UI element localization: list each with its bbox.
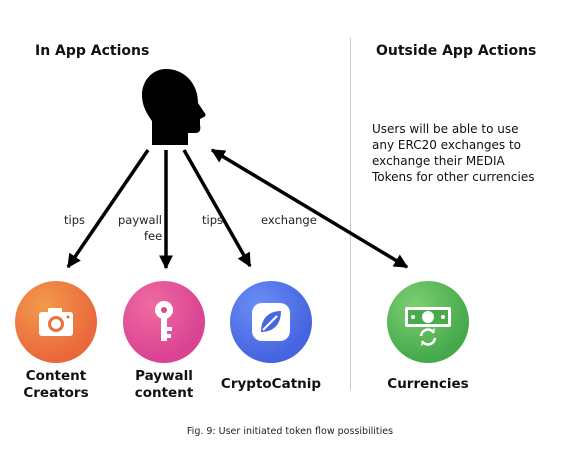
label-line: Content	[25, 368, 87, 384]
in-app-actions-title: In App Actions	[35, 43, 150, 59]
edge-label-fee: fee	[144, 229, 163, 243]
money-exchange-icon	[405, 307, 451, 346]
key-icon	[155, 301, 173, 341]
figure-caption: Fig. 9: User initiated token flow possib…	[186, 426, 394, 437]
description-line: exchange their MEDIA	[372, 154, 505, 168]
currencies-node	[387, 281, 469, 363]
edge-label-tips-creators: tips	[64, 213, 85, 227]
cryptocatnip-label: CryptoCatnip	[220, 376, 322, 392]
edge-label-paywall: paywall	[118, 213, 162, 227]
outside-app-description: Users will be able to use any ERC20 exch…	[372, 121, 547, 185]
cryptocatnip-node	[230, 281, 312, 363]
leaf-icon	[252, 303, 290, 341]
paywall-content-node	[123, 281, 205, 363]
edge-label-tips-catnip: tips	[202, 213, 223, 227]
arrow-exchange	[210, 148, 409, 269]
paywall-content-label: Paywall content	[114, 368, 214, 402]
edge-label-exchange: exchange	[261, 213, 317, 227]
label-line: Creators	[23, 385, 89, 401]
description-line: Tokens for other currencies	[372, 170, 535, 184]
label-line: Paywall	[135, 368, 193, 384]
arrow-to-creators	[66, 149, 150, 269]
label-line: content	[134, 385, 194, 401]
camera-icon	[39, 308, 73, 336]
currencies-label: Currencies	[387, 376, 469, 392]
content-creators-node	[15, 281, 97, 363]
description-line: any ERC20 exchanges to	[372, 138, 521, 152]
description-line: Users will be able to use	[372, 122, 519, 136]
user-head-icon	[142, 69, 206, 145]
content-creators-label: Content Creators	[6, 368, 106, 402]
outside-app-actions-title: Outside App Actions	[376, 43, 537, 59]
